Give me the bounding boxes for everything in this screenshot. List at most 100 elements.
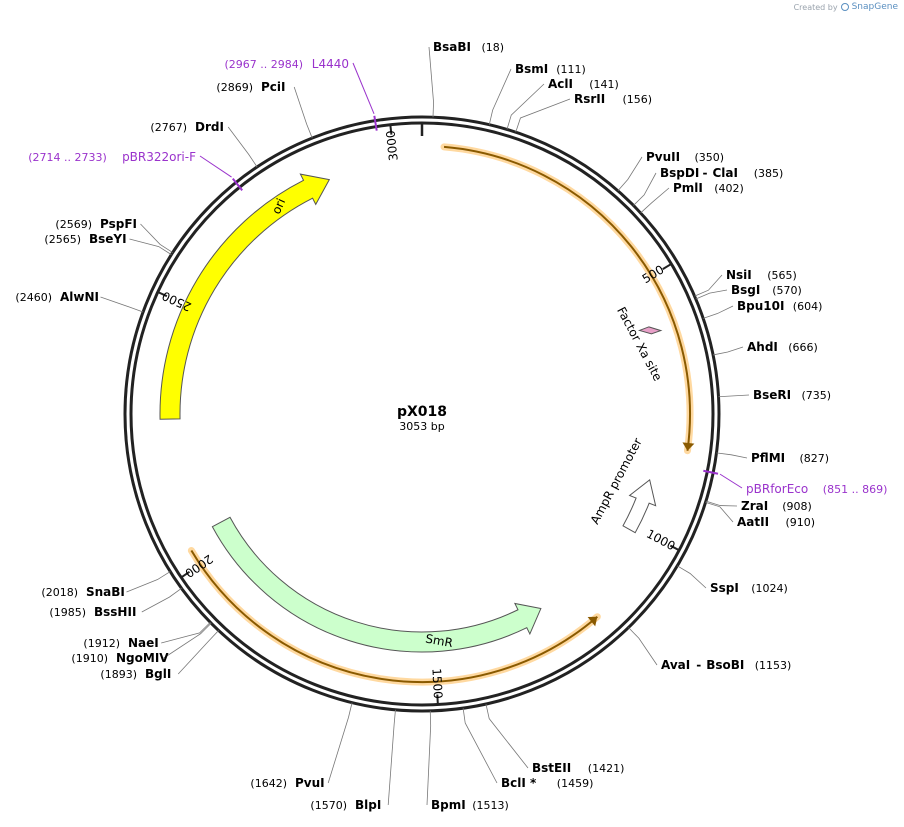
enzyme-aatii[interactable]: AatII [737, 515, 769, 529]
enzyme-leader-bspdi [633, 172, 657, 206]
primer-l4440[interactable]: L4440 [312, 57, 349, 71]
enzyme-pos-ngomiv: (1910) [71, 652, 108, 665]
enzyme-leader-bsteii [485, 703, 529, 769]
enzyme-pos-snabi: (2018) [41, 586, 78, 599]
enzyme-pos-bseyi: (2565) [44, 233, 81, 246]
credit-brand: SnapGene [851, 2, 898, 12]
enzyme-bsmi[interactable]: BsmI [515, 62, 548, 76]
enzyme-leader-pspfi [140, 223, 173, 253]
enzyme-pos-pspfi: (2569) [55, 218, 92, 231]
enzyme-pvui[interactable]: PvuI [295, 776, 325, 790]
enzyme-sspi[interactable]: SspI [710, 581, 739, 595]
orf-layer [187, 143, 695, 686]
primer-pos-l4440: (2967 .. 2984) [224, 58, 303, 71]
tick-mark [669, 544, 680, 552]
enzyme-leader-zrai [705, 500, 738, 507]
enzyme-leader-pflmi [716, 452, 748, 459]
enzyme-leader-naei [161, 622, 211, 644]
enzyme-bsshii[interactable]: BssHII [94, 605, 136, 619]
enzyme-pos-bpmi: (1513) [472, 799, 509, 812]
enzyme-leader-bseri [718, 394, 750, 398]
enzyme-bsabi[interactable]: BsaBI [433, 40, 471, 54]
primer-pbr322ori-f[interactable]: pBR322ori-F [122, 150, 196, 164]
enzyme-leader-blpi [387, 709, 396, 806]
enzyme-leader-pvui [327, 702, 353, 784]
enzyme-bpmi[interactable]: BpmI [431, 798, 466, 812]
enzyme-snabi[interactable]: SnaBI [86, 585, 125, 599]
tick-label: 1000 [644, 527, 678, 554]
enzyme-pos-pvui: (1642) [250, 777, 287, 790]
tick-mark [157, 291, 168, 298]
enzyme-ahdi[interactable]: AhdI [747, 340, 778, 354]
backbone-outer-ring [123, 115, 721, 713]
feature-label-ori: ori [269, 196, 288, 216]
enzyme-pcii[interactable]: PciI [261, 80, 286, 94]
enzyme-pos-naei: (1912) [83, 637, 120, 650]
enzyme-leader-pcii [293, 86, 313, 139]
enzyme-pos-bspdi: (385) [754, 167, 784, 180]
feature-ori [159, 173, 331, 420]
enzyme-pos-ahdi: (666) [788, 341, 818, 354]
enzyme-bseyi[interactable]: BseYI [89, 232, 127, 246]
feature-factor-xa-site [637, 326, 663, 335]
primer-layer: pBRforEco(851 .. 869)pBR322ori-F(2714 ..… [28, 57, 887, 496]
enzyme-pos-zrai: (908) [782, 500, 812, 513]
enzyme-nsii[interactable]: NsiI [726, 268, 752, 282]
snapgene-logo-icon [840, 3, 849, 11]
plasmid-length: 3053 bp [399, 420, 444, 433]
feature-label-factor-xa-site: Factor Xa site [614, 305, 665, 384]
primer-pbrforeco[interactable]: pBRforEco [746, 482, 808, 496]
enzyme-pos-nsii: (565) [767, 269, 797, 282]
enzyme-clai[interactable]: ClaI [713, 166, 738, 180]
enzyme-pos-bsabi: (18) [482, 41, 505, 54]
enzyme-bsobi[interactable]: BsoBI [706, 658, 744, 672]
enzyme-leader-bpu10i [703, 305, 734, 319]
enzyme-pos-pmli: (402) [714, 182, 744, 195]
enzyme-pflmi[interactable]: PflMI [751, 451, 785, 465]
enzyme-bgli[interactable]: BglI [145, 667, 171, 681]
enzyme-drdi[interactable]: DrdI [195, 120, 224, 134]
primer-leader-pbr322ori-f [199, 155, 232, 178]
orf-glow [440, 143, 694, 455]
enzyme-acli[interactable]: AclI [548, 77, 573, 91]
orf-arrowhead [587, 616, 598, 627]
enzyme-separator: - [703, 166, 708, 180]
enzyme-leader-pmli [640, 187, 670, 214]
enzyme-leader-drdi [227, 126, 258, 168]
tick-mark [662, 263, 672, 270]
enzyme-pspfi[interactable]: PspFI [100, 217, 137, 231]
enzyme-leader-rsrii [515, 98, 571, 133]
enzyme-bsgi[interactable]: BsgI [731, 283, 760, 297]
enzyme-pos-bsgi: (570) [772, 284, 802, 297]
enzyme-bseri[interactable]: BseRI [753, 388, 791, 402]
snapgene-credit: Created by SnapGene [794, 2, 898, 12]
orf-arc [190, 550, 598, 683]
orf-arc [443, 145, 691, 451]
enzyme-pos-bgli: (1893) [100, 668, 137, 681]
primer-mark-pbrforeco [703, 469, 719, 475]
credit-prefix: Created by [793, 2, 838, 12]
enzyme-pvuii[interactable]: PvuII [646, 150, 680, 164]
enzyme-bpu10i[interactable]: Bpu10I [737, 299, 784, 313]
enzyme-avai[interactable]: AvaI [661, 658, 690, 672]
tick-mark [389, 124, 393, 135]
enzyme-bsteii[interactable]: BstEII [532, 761, 571, 775]
tick-label: 3000 [383, 130, 400, 162]
enzyme-alwni[interactable]: AlwNI [60, 290, 99, 304]
enzyme-rsrii[interactable]: RsrII [574, 92, 605, 106]
enzyme-zrai[interactable]: ZraI [741, 499, 768, 513]
enzyme-pos-bsmi: (111) [556, 63, 586, 76]
enzyme-bcli[interactable]: BclI * [501, 776, 537, 790]
enzyme-naei[interactable]: NaeI [128, 636, 159, 650]
enzyme-leader-bpmi [426, 710, 432, 806]
enzyme-separator: - [696, 658, 701, 672]
tick-mark [180, 570, 191, 579]
enzyme-leader-bsabi [428, 46, 434, 118]
enzyme-leader-avai [628, 627, 658, 666]
enzyme-ngomiv[interactable]: NgoMIV [116, 651, 169, 665]
enzyme-pos-bseri: (735) [802, 389, 832, 402]
enzyme-blpi[interactable]: BlpI [355, 798, 381, 812]
enzyme-pmli[interactable]: PmlI [673, 181, 703, 195]
enzyme-bspdi[interactable]: BspDI [660, 166, 699, 180]
enzyme-pos-pflmi: (827) [800, 452, 830, 465]
